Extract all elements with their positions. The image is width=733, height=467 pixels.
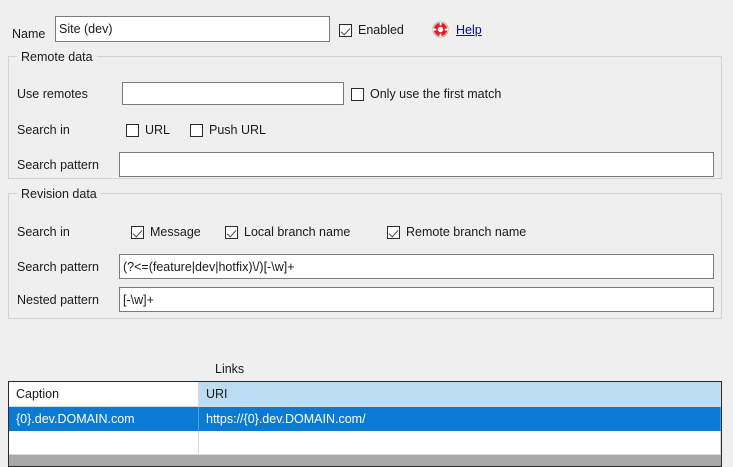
remote-search-pattern-input[interactable] [119,152,714,177]
revision-search-pattern-input[interactable] [119,254,714,279]
nested-pattern-input[interactable] [119,287,714,312]
revision-remote-branch-checkbox-box[interactable] [387,225,400,239]
enabled-checkbox-box[interactable] [339,23,352,37]
search-in-url-checkbox-label: URL [145,123,171,137]
remote-data-legend: Remote data [17,49,97,65]
cell-uri[interactable]: https://{0}.dev.DOMAIN.com/ [199,407,721,431]
links-grid[interactable]: Caption URI {0}.dev.DOMAIN.com https://{… [8,381,722,467]
only-first-match-checkbox-label: Only use the first match [370,87,502,101]
cell-uri[interactable] [199,431,721,455]
help-link[interactable]: Help [456,23,482,37]
enabled-checkbox-label: Enabled [358,23,404,37]
revision-search-in-label: Search in [17,225,70,239]
revision-message-checkbox[interactable]: Message [131,224,201,240]
revision-remote-branch-checkbox-label: Remote branch name [406,225,527,239]
revision-message-checkbox-box[interactable] [131,225,144,239]
only-first-match-checkbox-box[interactable] [351,87,364,101]
use-remotes-input[interactable] [122,82,344,105]
revision-data-group: Revision data [8,186,722,319]
only-first-match-checkbox[interactable]: Only use the first match [351,86,501,102]
column-header-uri[interactable]: URI [199,382,721,406]
links-grid-footer [9,455,721,466]
revision-data-legend: Revision data [17,186,101,202]
revision-remote-branch-checkbox[interactable]: Remote branch name [387,224,526,240]
remote-search-in-label: Search in [17,123,70,137]
name-label: Name [12,27,46,41]
cell-caption[interactable] [9,431,199,455]
revision-local-branch-checkbox[interactable]: Local branch name [225,224,350,240]
revision-search-pattern-label: Search pattern [17,260,99,274]
enabled-checkbox[interactable]: Enabled [339,22,404,38]
links-title: Links [215,362,245,376]
nested-pattern-label: Nested pattern [17,293,99,307]
remote-data-group: Remote data [8,49,722,179]
revision-local-branch-checkbox-label: Local branch name [244,225,351,239]
remote-search-pattern-label: Search pattern [17,158,99,172]
cell-caption[interactable]: {0}.dev.DOMAIN.com [9,407,199,431]
search-in-push-url-checkbox-label: Push URL [209,123,266,137]
search-in-url-checkbox-box[interactable] [126,123,139,137]
use-remotes-label: Use remotes [17,87,88,101]
table-row[interactable]: {0}.dev.DOMAIN.com https://{0}.dev.DOMAI… [9,407,721,431]
revision-message-checkbox-label: Message [150,225,201,239]
lifebuoy-icon [432,21,449,38]
revision-local-branch-checkbox-box[interactable] [225,225,238,239]
search-in-push-url-checkbox-box[interactable] [190,123,203,137]
search-in-push-url-checkbox[interactable]: Push URL [190,122,266,138]
table-row[interactable] [9,431,721,455]
search-in-url-checkbox[interactable]: URL [126,122,170,138]
links-grid-header: Caption URI [9,382,721,407]
column-header-caption[interactable]: Caption [9,382,199,406]
name-input[interactable] [55,16,330,42]
